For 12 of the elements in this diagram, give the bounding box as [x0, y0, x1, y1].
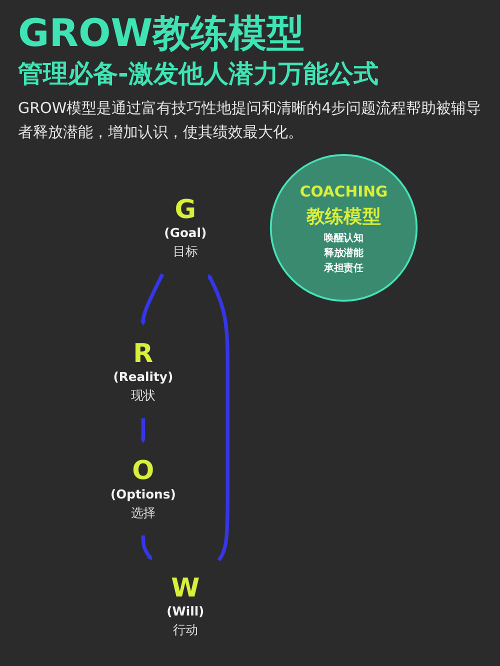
node-circle: COACHING 教练模型 唤醒认知 释放潜能 承担责任	[270, 154, 418, 302]
node-text: G (Goal) 目标	[164, 194, 207, 259]
node-text: W (Will) 行动	[166, 572, 204, 638]
subtitle: 管理必备-激发他人潜力万能公式	[18, 58, 380, 90]
node-text: O (Options) 选择	[110, 456, 176, 520]
description-text: GROW模型是通过富有技巧性地提问和清晰的4步问题流程帮助被辅导者释放潜能，增加认识，使其绩效最大化。	[18, 98, 482, 144]
arrow	[140, 418, 146, 444]
node-text: R (Reality) 现状	[113, 338, 174, 403]
arrow	[208, 274, 230, 562]
arrow	[140, 274, 164, 326]
title: GROW教练模型	[18, 12, 306, 56]
arrow	[141, 536, 152, 561]
